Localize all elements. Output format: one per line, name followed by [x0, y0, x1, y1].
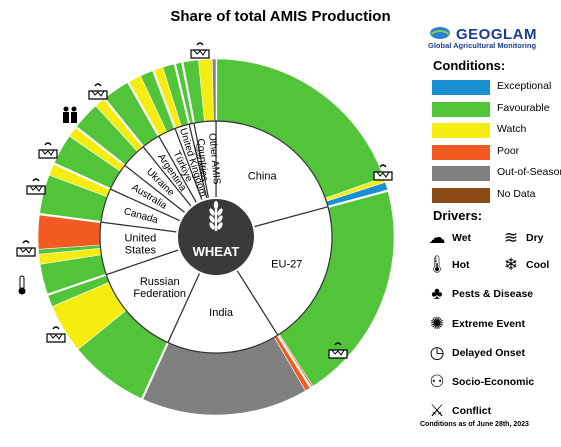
dry-marker-1	[88, 83, 108, 100]
legend-item-watch: Watch	[432, 121, 561, 139]
footer-note: Conditions as of June 28th, 2023	[420, 421, 529, 428]
conflict-marker-2	[63, 106, 77, 123]
country-label-india: India	[209, 307, 234, 319]
driver-socio-economic: ⚇ Socio-Economic	[426, 372, 556, 392]
country-divider	[173, 63, 191, 125]
driver-delayed-onset: ◷ Delayed Onset	[426, 343, 556, 363]
driver-pests-disease: ♣ Pests & Disease	[426, 284, 556, 304]
extreme-event-icon: ✺	[429, 314, 445, 333]
dry-marker-4	[26, 178, 46, 195]
driver-label: Hot	[452, 259, 470, 271]
country-divider	[39, 213, 102, 224]
hot-icon: 🌡	[426, 255, 448, 274]
legend-label: Exceptional	[497, 80, 552, 92]
legend-item-exceptional: Exceptional	[432, 78, 561, 96]
driver-dry: ≋ Dry	[500, 228, 561, 248]
conditions-heading: Conditions:	[433, 58, 506, 73]
driver-label: Cool	[526, 259, 550, 271]
delayed-onset-icon: ◷	[429, 343, 445, 362]
legend-label: Poor	[497, 144, 520, 157]
country-label-eu-27: EU-27	[271, 259, 302, 271]
center-disc	[176, 197, 256, 277]
driver-label: Pests & Disease	[452, 288, 534, 300]
legend-swatch	[432, 144, 490, 160]
legend-item-no-data: No Data	[432, 186, 561, 204]
dry-icon: ≋	[503, 228, 519, 247]
pests-disease-icon: ♣	[431, 284, 443, 303]
driver-label: Dry	[526, 232, 544, 244]
country-divider	[181, 62, 196, 124]
wet-icon: ☁	[428, 228, 446, 247]
socio-economic-icon: ⚇	[429, 372, 445, 391]
legend-swatch	[432, 101, 490, 117]
country-divider	[276, 334, 312, 389]
country-divider	[141, 342, 169, 400]
logo-subtitle: Global Agricultural Monitoring	[428, 41, 537, 50]
country-divider	[53, 162, 111, 191]
cool-icon: ❄	[503, 255, 519, 274]
hot-marker-6	[18, 275, 26, 295]
dry-marker-5	[16, 240, 36, 257]
country-divider	[103, 97, 145, 148]
driver-label: Extreme Event	[452, 318, 525, 330]
driver-label: Socio-Economic	[452, 376, 535, 388]
dry-marker-7	[46, 326, 66, 343]
legend-item-favourable: Favourable	[432, 100, 561, 118]
country-divider	[327, 189, 389, 208]
driver-label: Wet	[452, 232, 472, 244]
legend-label: Watch	[497, 123, 527, 135]
legend-item-poor: Poor	[432, 143, 561, 161]
legend-swatch	[432, 187, 490, 203]
conflict-icon: ⚔	[429, 401, 445, 420]
driver-label: Conflict	[452, 405, 492, 417]
country-divider	[152, 70, 177, 129]
dry-marker-3	[38, 142, 58, 159]
legend-swatch	[432, 166, 490, 181]
dry-marker-9	[328, 342, 348, 359]
legend-item-out-of-season: Out-of-Season	[432, 164, 561, 182]
driver-conflict: ⚔ Conflict	[426, 401, 556, 421]
legend-label: Favourable	[497, 101, 550, 114]
driver-markers	[16, 42, 393, 359]
legend-label: Out-of-Season	[497, 166, 561, 178]
condition-ring	[37, 58, 395, 416]
driver-extreme-event: ✺ Extreme Event	[426, 314, 556, 334]
globe-icon	[430, 27, 450, 39]
center-label: WHEAT	[193, 244, 240, 259]
wheat-icon	[209, 201, 223, 231]
country-label-other-amis-countries: Other AMISCountries	[195, 133, 223, 187]
logo-name: GEOGLAM	[456, 26, 537, 43]
geoglam-logo: GEOGLAM Global Agricultural Monitoring	[428, 26, 548, 50]
dry-marker-8	[373, 164, 393, 181]
country-label-china: China	[248, 171, 278, 183]
driver-wet: ☁ Wet	[426, 228, 496, 248]
driver-label: Delayed Onset	[452, 347, 525, 359]
legend-swatch	[432, 123, 490, 138]
legend-label: No Data	[497, 187, 536, 200]
dry-marker-0	[190, 42, 210, 59]
country-divider	[47, 273, 107, 296]
country-ring	[99, 120, 333, 354]
country-divider	[127, 81, 160, 137]
country-divider	[75, 126, 126, 167]
legend-swatch	[432, 80, 490, 95]
driver-hot: 🌡 Hot	[426, 255, 496, 275]
chart-title: Share of total AMIS Production	[170, 8, 391, 25]
driver-cool: ❄ Cool	[500, 255, 561, 275]
drivers-heading: Drivers:	[433, 208, 483, 223]
